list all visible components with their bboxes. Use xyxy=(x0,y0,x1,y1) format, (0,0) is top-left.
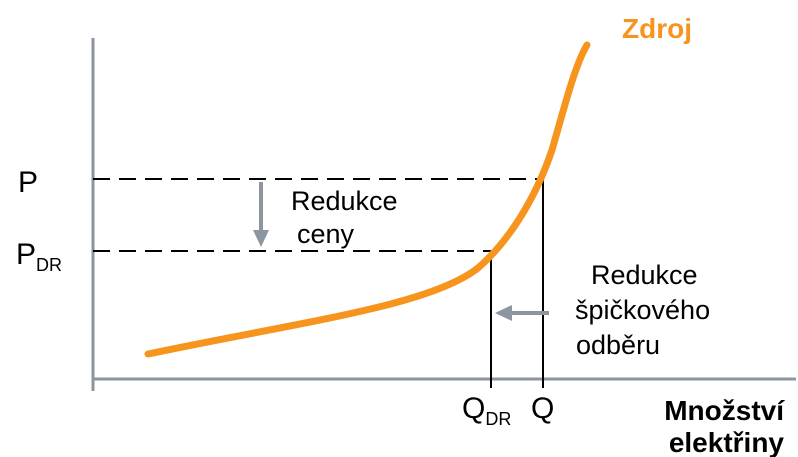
price-p-label: P xyxy=(18,166,38,199)
price-pdr-label: PDR xyxy=(16,238,62,275)
quantity-qdr-label: QDR xyxy=(462,392,511,429)
price-pdr-subscript: DR xyxy=(36,255,62,275)
quantity-q-label: Q xyxy=(531,392,554,425)
peak-reduction-label-line2: špičkového xyxy=(575,295,710,325)
peak-reduction-label-line1: Redukce xyxy=(591,260,698,290)
quantity-axis-title-line2: elektřiny xyxy=(669,427,785,457)
price-reduction-label-line2: ceny xyxy=(297,219,355,249)
quantity-axis-title-line1: Množství xyxy=(664,395,785,426)
peak-reduction-label-line3: odběru xyxy=(576,330,660,360)
price-reduction-label-line1: Redukce xyxy=(291,186,398,216)
quantity-qdr-subscript: DR xyxy=(485,409,511,429)
supply-curve xyxy=(144,41,591,358)
price-reduction-arrowhead xyxy=(253,230,269,247)
peak-reduction-arrowhead xyxy=(495,305,512,321)
supply-curve-label: Zdroj xyxy=(622,13,692,44)
